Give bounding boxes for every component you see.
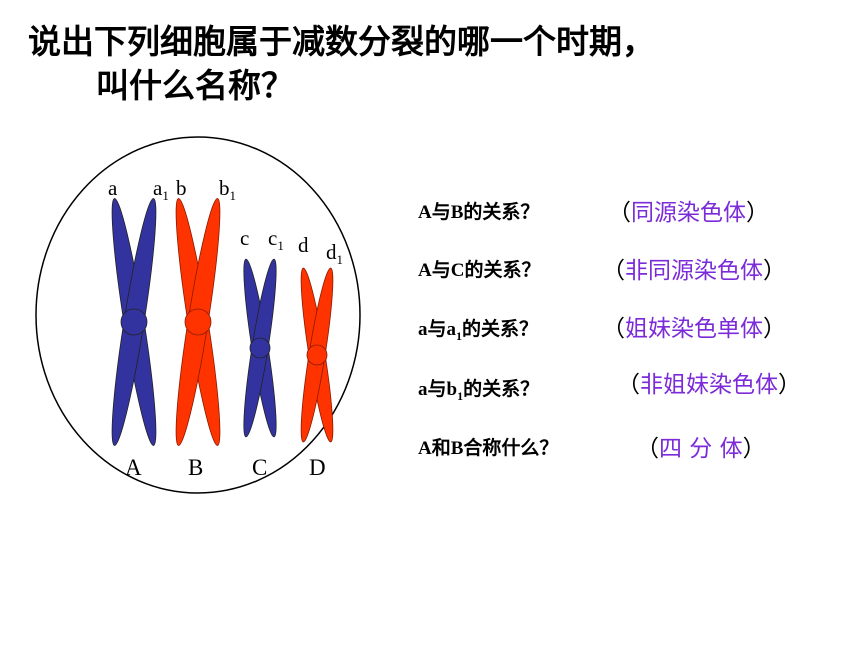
answer-4-text: 非姐妹染色体 xyxy=(640,372,778,398)
answer-1: （同源染色体） xyxy=(608,200,769,226)
answer-4: （非姐妹染色体） xyxy=(617,372,801,398)
answer-2-text: 非同源染色体 xyxy=(625,258,763,284)
answer-5: （四 分 体） xyxy=(636,436,766,462)
question-1: A与B的关系？ xyxy=(418,202,540,223)
question-3: a与a1的关系？ xyxy=(418,319,539,343)
answer-5-text: 四 分 体 xyxy=(659,436,743,462)
label-d: d xyxy=(298,233,309,257)
question-4: a与b1的关系？ xyxy=(418,379,540,403)
label-c1: c1 xyxy=(268,226,284,253)
chromosome-label-d: D xyxy=(309,455,326,480)
answer-3-text: 姐妹染色单体 xyxy=(625,316,763,342)
chromosome-b xyxy=(175,198,221,446)
centromere-d xyxy=(306,344,328,366)
question-5: A和B合称什么？ xyxy=(418,438,559,459)
label-a1: a1 xyxy=(153,176,169,203)
answer-3: （姐妹染色单体） xyxy=(602,316,786,342)
chromosome-d xyxy=(300,267,334,443)
label-b: b xyxy=(176,176,187,200)
chromosome-label-b: B xyxy=(188,455,203,480)
chromosome-c xyxy=(243,258,277,438)
chromosome-label-a: A xyxy=(125,455,142,480)
page-title: 说出下列细胞属于减数分裂的哪一个时期， 叫什么名称？ xyxy=(28,20,655,108)
centromere-a xyxy=(120,308,148,336)
label-d1: d1 xyxy=(326,240,343,267)
label-b1: b1 xyxy=(219,176,236,203)
cell-membrane xyxy=(35,136,361,494)
answer-2: （非同源染色体） xyxy=(602,258,786,284)
answer-1-text: 同源染色体 xyxy=(631,200,746,226)
label-a: a xyxy=(108,176,118,200)
question-2: A与C的关系？ xyxy=(418,260,541,281)
label-c: c xyxy=(240,226,249,250)
chromosome-label-c: C xyxy=(252,455,267,480)
chromosome-a xyxy=(111,198,157,446)
centromere-b xyxy=(184,308,212,336)
centromere-c xyxy=(249,337,271,359)
title-line-1: 说出下列细胞属于减数分裂的哪一个时期， xyxy=(28,22,655,61)
title-line-2: 叫什么名称？ xyxy=(96,66,294,105)
